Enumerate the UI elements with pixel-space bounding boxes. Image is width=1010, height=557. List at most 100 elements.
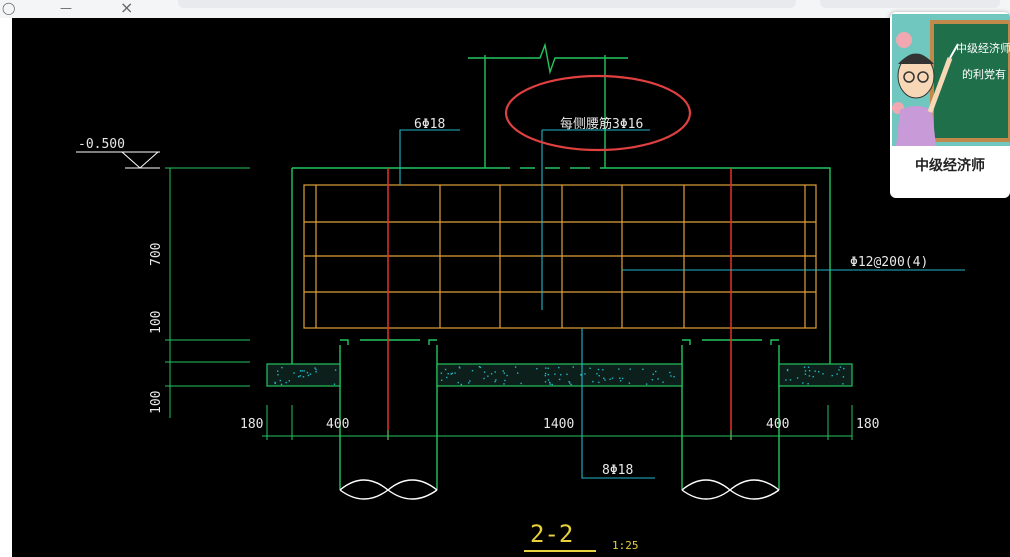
dim-h-400-right: 400 [766, 417, 789, 432]
cushion-speck [609, 378, 611, 380]
cushion-speck [558, 366, 560, 369]
cushion-speck [796, 377, 799, 379]
cushion-speck [547, 367, 549, 369]
cushion-speck [544, 372, 547, 375]
minimize-icon[interactable]: — [60, 1, 72, 15]
cushion-speck [551, 383, 553, 386]
cushion-speck [549, 383, 551, 385]
cushion-speck [333, 383, 336, 385]
cushion-speck [838, 369, 840, 371]
cushion-speck [611, 377, 614, 379]
cushion-speck [554, 373, 556, 375]
cushion-speck [652, 373, 654, 375]
secondary-toolbar[interactable] [820, 0, 1000, 8]
cushion-speck [440, 372, 443, 374]
cushion-speck [808, 370, 811, 372]
cushion-speck [807, 383, 809, 385]
cushion-speck [569, 382, 571, 384]
cushion-speck [450, 373, 452, 375]
cushion-layer [266, 363, 853, 387]
refresh-icon[interactable]: ◯ [2, 1, 16, 15]
cushion-speck [802, 382, 804, 384]
elevation-label: -0.500 [78, 137, 125, 152]
cushion-speck [479, 366, 482, 369]
cushion-speck [288, 380, 290, 382]
cushion-speck [468, 382, 470, 384]
leader-bottom-rebar [581, 328, 655, 479]
cushion-speck [281, 366, 283, 369]
cushion-speck [804, 370, 807, 372]
cushion-speck [598, 375, 600, 377]
cushion-speck [662, 381, 664, 383]
cushion-speck [618, 368, 620, 370]
cushion-speck [307, 374, 310, 377]
cushion-speck [490, 373, 493, 375]
cushion-speck [457, 381, 459, 384]
cushion-speck [657, 378, 659, 380]
cushion-speck [315, 371, 317, 373]
cushion-speck [619, 380, 622, 382]
cushion-speck [642, 368, 644, 370]
drawing-labels: -0.500 6Φ18 每侧腰筋3Φ16 Φ12@200(4) 8Φ18 700… [78, 116, 928, 552]
cushion-speck [598, 381, 600, 384]
cushion-speck [786, 369, 789, 372]
dim-vertical-extensions [165, 167, 250, 387]
cushion-speck [517, 372, 519, 374]
cushion-speck [299, 375, 301, 377]
cushion-speck [669, 371, 671, 374]
cushion-speck [628, 382, 631, 384]
cushion-speck [280, 383, 283, 386]
cushion-speck [285, 381, 287, 384]
cushion-speck [572, 366, 574, 368]
cushion-speck [596, 373, 598, 375]
cushion-speck [469, 380, 471, 382]
cushion-speck [670, 375, 672, 377]
cushion-speck [651, 379, 654, 381]
cushion-right [778, 363, 853, 387]
cushion-left [266, 363, 341, 387]
close-icon[interactable]: × [120, 0, 134, 17]
cushion-speck [814, 370, 816, 372]
pile-right-break [681, 479, 780, 500]
cushion-speck [459, 367, 461, 369]
cushion-speck [520, 382, 522, 385]
annotation-circle [504, 74, 692, 152]
cushion-speck [804, 373, 807, 375]
cushion-speck [502, 370, 504, 372]
cushion-speck [334, 369, 337, 371]
dimension-lines [76, 151, 853, 440]
cushion-speck [785, 379, 787, 381]
ad-card[interactable]: 中级经济师 的利党有 中级经济师 [890, 12, 1010, 198]
cushion-speck [315, 368, 317, 371]
cushion-speck [506, 374, 508, 377]
cushion-speck [786, 368, 789, 371]
rebar-top-label: 6Φ18 [414, 117, 445, 132]
rebar-red [387, 168, 732, 440]
rebar-vertical-grid [315, 185, 806, 328]
rebar-bottom-label: 8Φ18 [602, 463, 633, 478]
cushion-speck [673, 376, 675, 378]
cushion-speck [451, 372, 453, 374]
cushion-speck [645, 383, 648, 385]
dim-vert-700: 700 [149, 243, 164, 266]
cushion-speck [514, 366, 517, 368]
cushion-speck [584, 373, 586, 375]
cushion-speck [544, 381, 547, 383]
cushion-speck [446, 376, 448, 379]
cushion-speck [444, 368, 447, 371]
leaders [399, 129, 965, 479]
cushion-speck [822, 373, 824, 375]
cushion-speck [494, 371, 496, 373]
elevation-triangle [121, 151, 159, 169]
pile-left-break [339, 479, 438, 500]
dim-vert-100-a: 100 [149, 311, 164, 334]
address-bar[interactable] [178, 0, 796, 8]
cushion-speck [274, 381, 276, 384]
teacher-hair [898, 54, 934, 64]
cushion-speck [301, 370, 303, 372]
cad-drawing-canvas[interactable] [12, 18, 1010, 557]
ad-caption[interactable]: 中级经济师 [915, 158, 985, 174]
teacher-body [896, 106, 936, 146]
cushion-speck [655, 370, 657, 373]
